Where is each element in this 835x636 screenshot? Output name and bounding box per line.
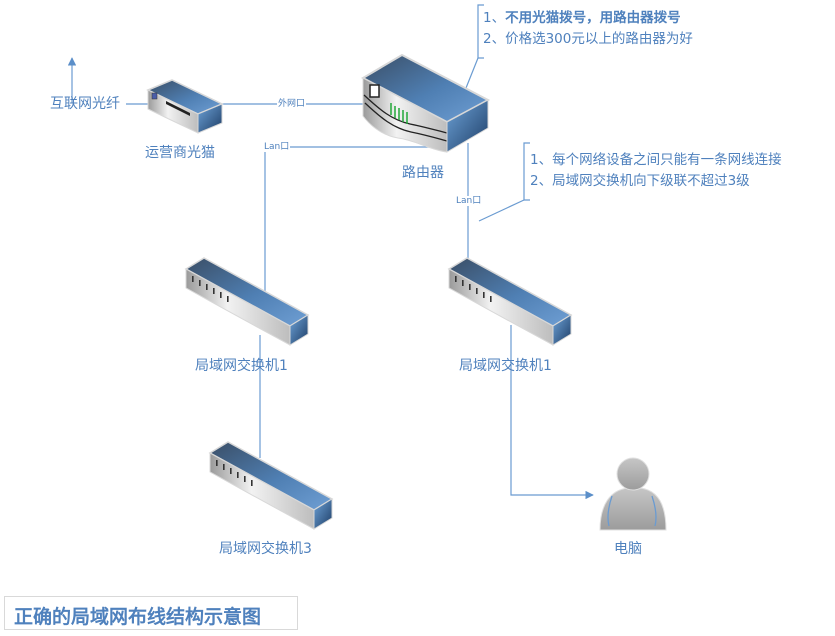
router-note-line1: 1、不用光猫拨号，用路由器拨号 — [483, 10, 681, 26]
router-note-bracket — [477, 4, 484, 59]
computer-label: 电脑 — [614, 541, 642, 557]
switch-bottom-icon — [208, 441, 334, 530]
switch-left-label: 局域网交换机1 — [195, 358, 288, 374]
user-icon — [599, 457, 667, 531]
lan-right-port-label: Lan口 — [455, 196, 483, 206]
wan-port-label: 外网口 — [277, 99, 307, 109]
switch-to-computer-line — [510, 325, 594, 500]
switch-note: 1、每个网络设备之间只能有一条网线连接 2、局域网交换机向下级联不超过3级 — [530, 150, 782, 192]
diagram-title: 正确的局域网布线结构示意图 — [14, 606, 262, 628]
diagram-title-box: 正确的局域网布线结构示意图 — [4, 596, 298, 630]
switch-note-line1: 1、每个网络设备之间只能有一条网线连接 — [530, 152, 782, 168]
router-icon — [360, 53, 491, 153]
router-note-leader — [465, 57, 479, 89]
router-note-line2: 2、价格选300元以上的路由器为好 — [483, 31, 693, 47]
internet-label: 互联网光纤 — [50, 96, 120, 112]
lan-left-port-label: Lan口 — [263, 142, 291, 152]
switch-right-label: 局域网交换机1 — [459, 358, 552, 374]
connections — [67, 4, 594, 500]
switch-right-icon — [447, 257, 573, 346]
modem-label: 运营商光猫 — [145, 145, 215, 161]
router-note: 1、不用光猫拨号，用路由器拨号 2、价格选300元以上的路由器为好 — [483, 8, 693, 50]
switch-left-icon — [184, 257, 310, 346]
switch-note-leader — [478, 199, 525, 222]
switch-note-line2: 2、局域网交换机向下级联不超过3级 — [530, 173, 750, 189]
switch-note-bracket — [523, 142, 530, 201]
switch-bottom-label: 局域网交换机3 — [219, 541, 312, 557]
modem-icon — [146, 79, 224, 134]
router-label: 路由器 — [402, 165, 444, 181]
